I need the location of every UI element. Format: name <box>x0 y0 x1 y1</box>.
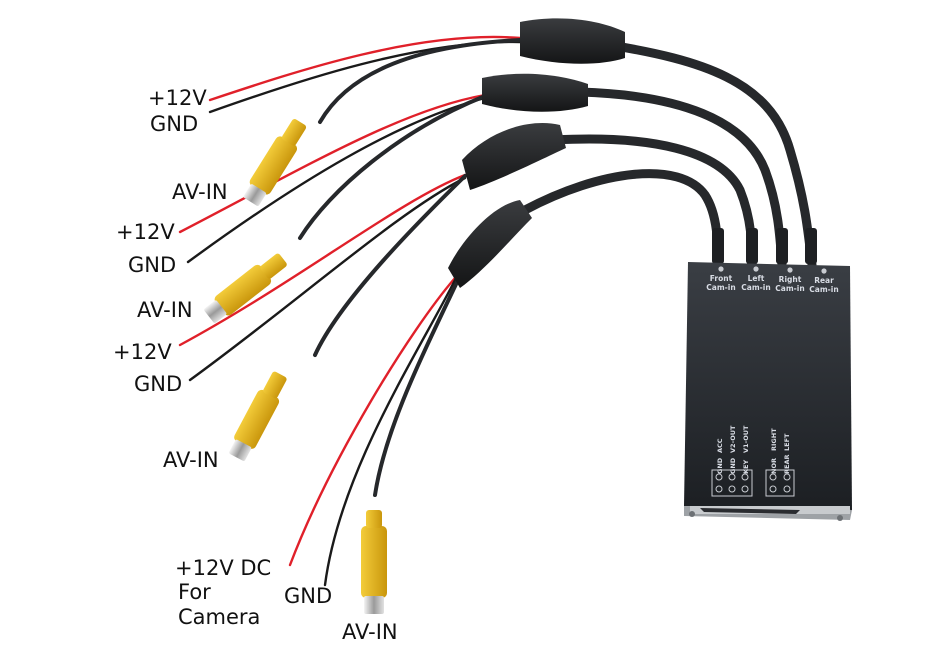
label-group4-power-line3: Camera <box>178 605 261 629</box>
input-left-sub: Cam-in <box>741 283 770 292</box>
pin-label-v2out: V2-OUT <box>729 425 737 453</box>
rca-plug-3 <box>229 371 287 461</box>
input-left-label: Left <box>748 274 765 283</box>
label-group4-power-line1: +12V DC <box>175 556 272 580</box>
label-group3-power: +12V <box>113 340 172 364</box>
pin-label-gnd-1: GND <box>716 457 724 474</box>
input-front-sub: Cam-in <box>706 283 735 292</box>
pin-label-key: KEY <box>742 460 750 474</box>
switch-box <box>684 262 852 521</box>
pin-label-rear: REAR <box>783 455 791 474</box>
connector-group-1: ACC GND V2-OUT GND V1-OUT KEY <box>711 425 753 497</box>
input-front-label: Front <box>710 274 733 283</box>
input-rear-label: Rear <box>814 276 834 285</box>
box-input-labels: Front Cam-in Left Cam-in Right Cam-in Re… <box>706 266 839 294</box>
label-group1-power: +12V <box>148 86 207 110</box>
label-group1-video: AV-IN <box>172 180 228 204</box>
pin-label-v1out: V1-OUT <box>742 425 750 453</box>
label-group4-power-line2: For <box>178 580 211 604</box>
splitter-molds <box>448 18 625 288</box>
label-group3-ground: GND <box>134 372 183 396</box>
main-cables <box>520 40 817 270</box>
label-group2-video: AV-IN <box>137 298 193 322</box>
strain-reliefs <box>712 228 817 264</box>
pin-label-nor: NOR <box>770 458 778 474</box>
pin-label-left: LEFT <box>783 433 791 451</box>
wire-pairs <box>178 35 522 587</box>
rca-plug-2 <box>204 253 287 323</box>
label-group4-video: AV-IN <box>342 620 398 644</box>
input-rear-sub: Cam-in <box>809 285 838 294</box>
pin-label-right: RIGHT <box>770 428 778 451</box>
cable-front <box>520 169 723 270</box>
input-right-sub: Cam-in <box>775 284 804 293</box>
label-group4-ground: GND <box>284 584 333 608</box>
label-group2-power: +12V <box>116 220 175 244</box>
label-group3-video: AV-IN <box>163 448 219 472</box>
cable-rear <box>605 40 817 270</box>
rca-plug-1 <box>243 119 307 206</box>
label-group1-ground: GND <box>150 112 199 136</box>
pin-label-gnd-2: GND <box>729 457 737 474</box>
label-group2-ground: GND <box>128 253 177 277</box>
rca-plug-4 <box>361 510 387 614</box>
rca-connectors <box>204 119 387 614</box>
input-right-label: Right <box>779 275 802 284</box>
pin-label-acc: ACC <box>716 438 724 453</box>
connector-group-2: RIGHT NOR LEFT REAR <box>765 428 795 497</box>
